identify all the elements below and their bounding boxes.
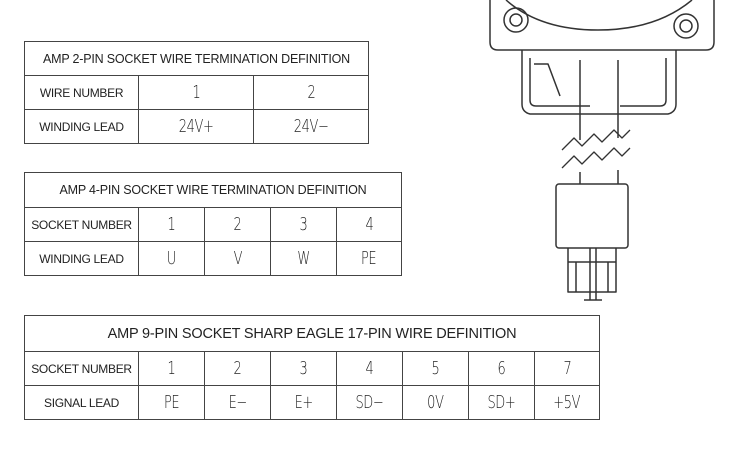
connector-plug <box>555 183 629 301</box>
table-4pin-termination: AMP 4-PIN SOCKET WIRE TERMINATION DEFINI… <box>23 172 403 276</box>
signal-lead-label: SIGNAL LEAD <box>24 385 139 420</box>
socket-number-2: 2 <box>204 207 271 242</box>
cable-gland <box>521 50 677 115</box>
cable-upper <box>579 106 619 140</box>
table-2pin-termination: AMP 2-PIN SOCKET WIRE TERMINATION DEFINI… <box>23 41 370 144</box>
winding-lead-label: WINDING LEAD <box>24 241 139 276</box>
cable-break-lines <box>561 129 631 169</box>
winding-lead-pe: PE <box>335 241 403 276</box>
socket-number-7: 7 <box>533 351 601 386</box>
winding-lead-u: U <box>138 241 205 276</box>
signal-lead-sd-minus: SD− <box>336 385 403 420</box>
signal-lead-5v: +5V <box>533 385 601 420</box>
table-9pin-signal: AMP 9-PIN SOCKET SHARP EAGLE 17-PIN WIRE… <box>23 315 601 420</box>
cable-lower <box>579 170 619 184</box>
table-9pin-title: AMP 9-PIN SOCKET SHARP EAGLE 17-PIN WIRE… <box>23 315 601 352</box>
signal-lead-e-minus: E− <box>204 385 271 420</box>
winding-lead-v: V <box>204 241 271 276</box>
signal-lead-sd-plus: SD+ <box>468 385 535 420</box>
socket-number-label: SOCKET NUMBER <box>24 351 139 386</box>
socket-number-3: 3 <box>270 351 337 386</box>
socket-number-5: 5 <box>402 351 469 386</box>
wire-number-1: 1 <box>138 75 254 110</box>
socket-number-1: 1 <box>138 207 205 242</box>
winding-lead-2: 24V− <box>252 109 370 144</box>
winding-lead-w: W <box>270 241 337 276</box>
motor-flange <box>489 0 715 51</box>
socket-number-label: SOCKET NUMBER <box>24 207 139 242</box>
signal-lead-e-plus: E+ <box>270 385 337 420</box>
winding-lead-label: WINDING LEAD <box>24 109 139 144</box>
table-4pin-title: AMP 4-PIN SOCKET WIRE TERMINATION DEFINI… <box>23 172 403 208</box>
signal-lead-0v: 0V <box>402 385 469 420</box>
signal-lead-pe: PE <box>138 385 205 420</box>
wire-number-2: 2 <box>252 75 370 110</box>
motor-connector-drawing <box>489 0 715 301</box>
table-2pin-title: AMP 2-PIN SOCKET WIRE TERMINATION DEFINI… <box>23 41 370 76</box>
socket-number-6: 6 <box>468 351 535 386</box>
socket-number-2: 2 <box>204 351 271 386</box>
winding-lead-1: 24V+ <box>138 109 254 144</box>
socket-number-1: 1 <box>138 351 205 386</box>
socket-number-4: 4 <box>336 351 403 386</box>
wire-number-label: WIRE NUMBER <box>24 75 139 110</box>
socket-number-3: 3 <box>270 207 337 242</box>
socket-number-4: 4 <box>335 207 403 242</box>
